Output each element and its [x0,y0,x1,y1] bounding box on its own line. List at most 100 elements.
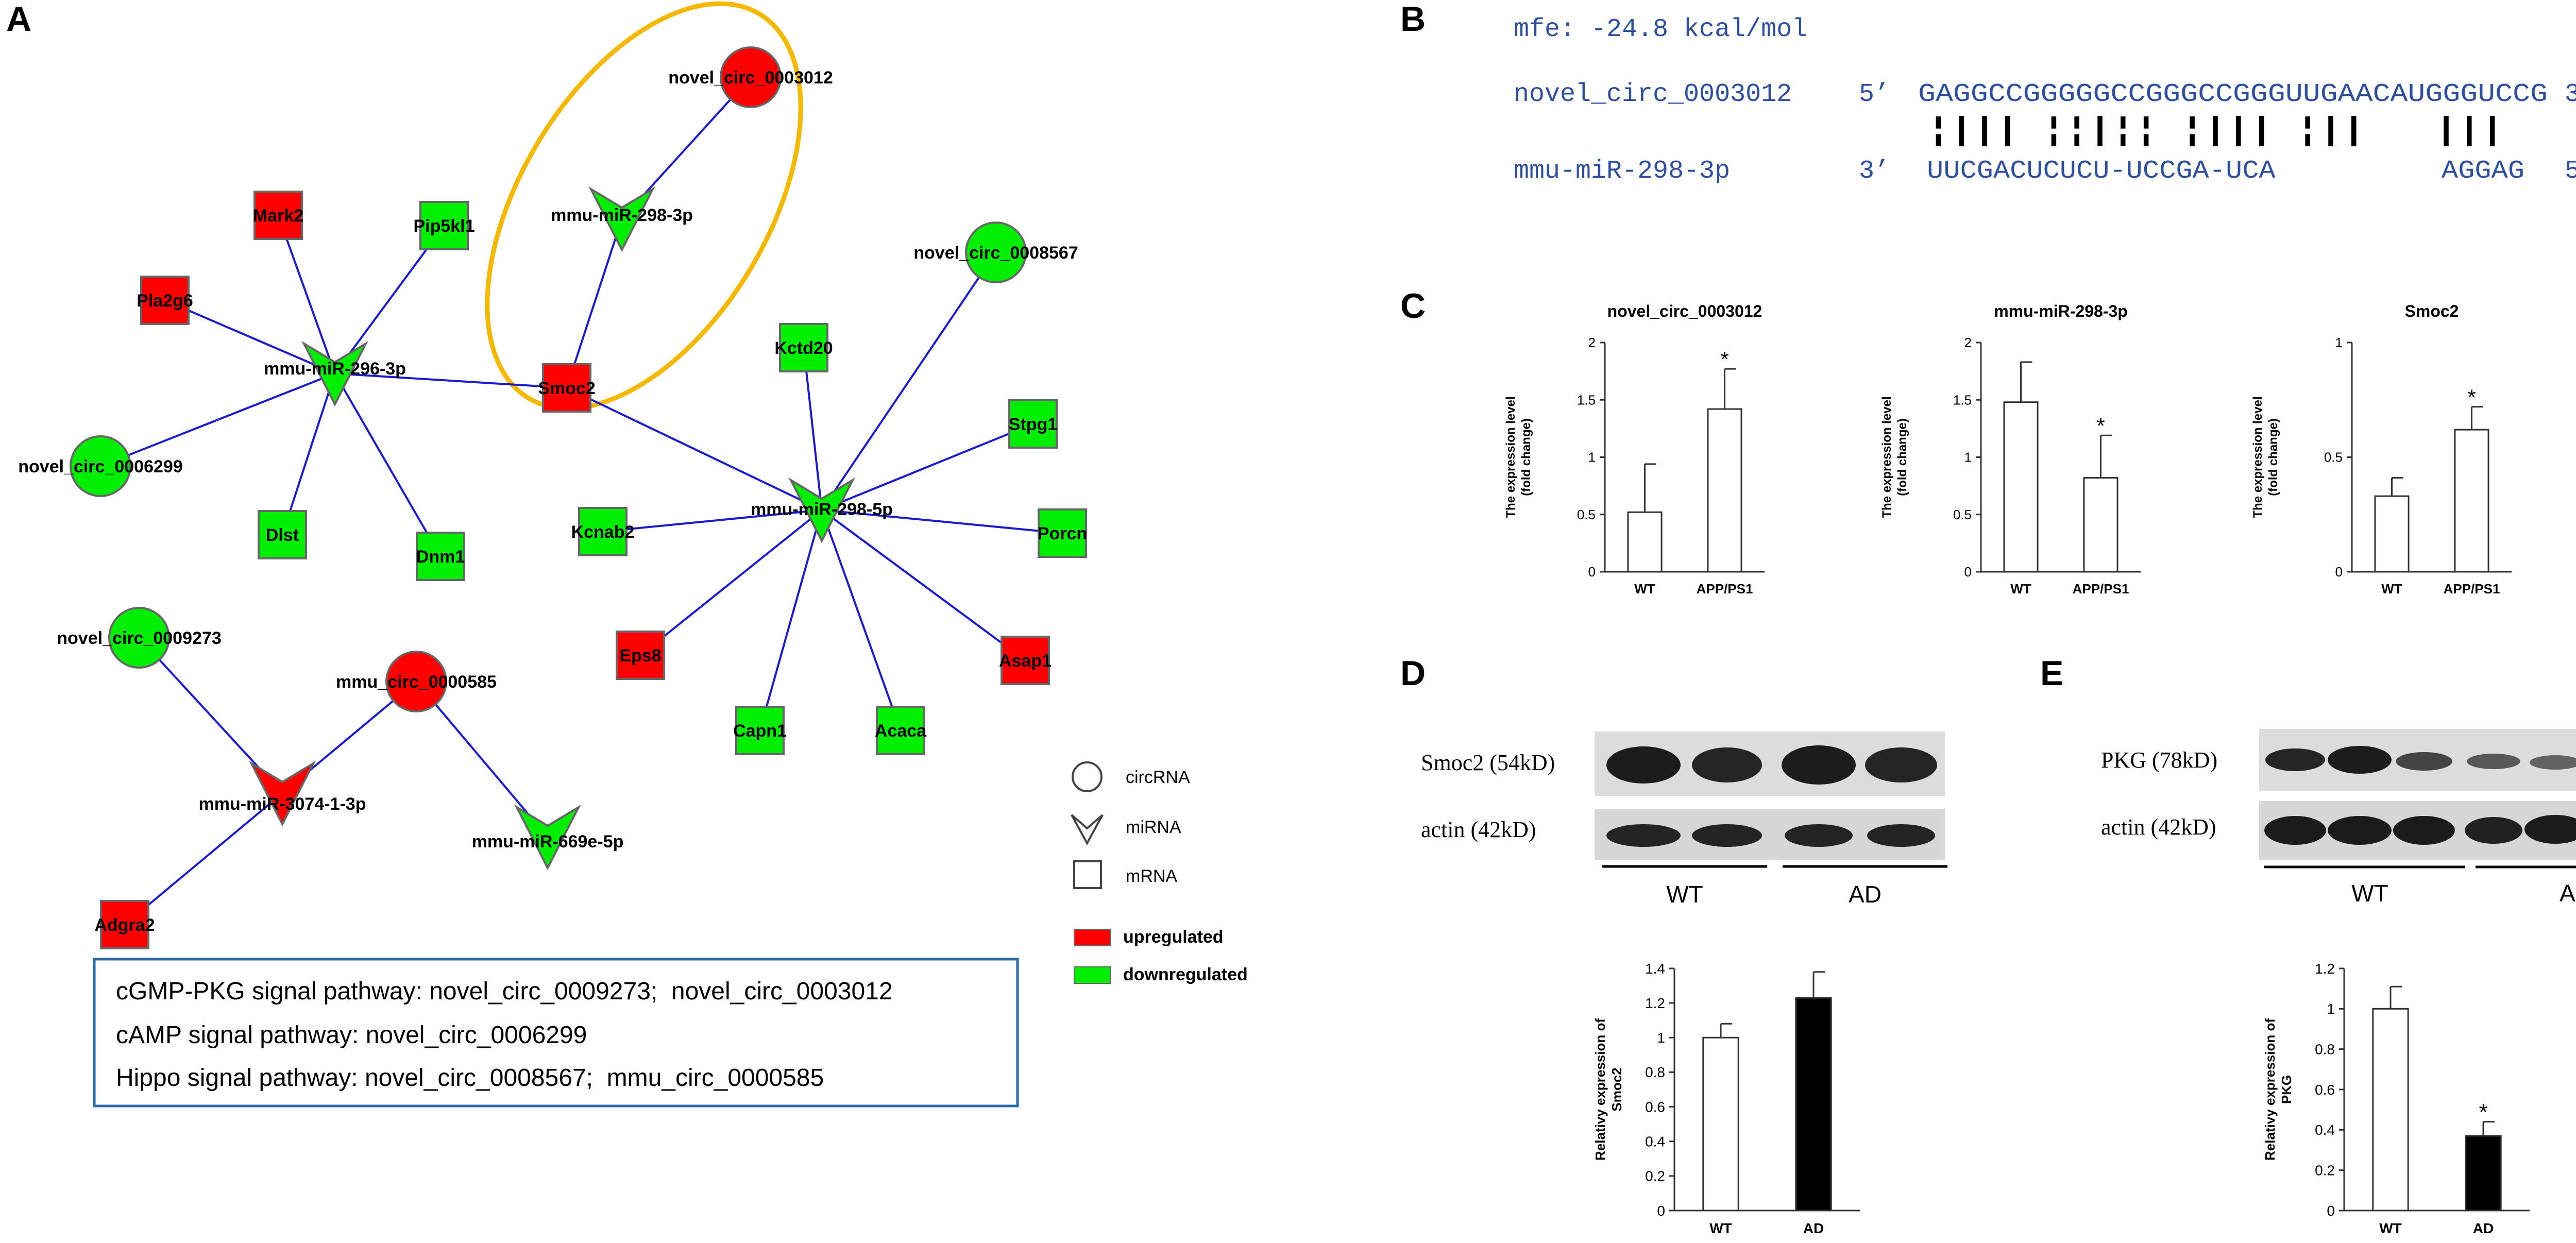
y-tick-label: 0.4 [2315,1122,2335,1138]
y-tick-label: 1.4 [1645,961,1665,977]
bar [2372,1008,2409,1212]
y-axis-label: Relativy expression of [1592,1018,1608,1161]
pkg-band [2328,746,2392,774]
blot-e-wt-label: WT [2351,880,2388,907]
pathway-cgmp: cGMP-PKG signal pathway: novel_circ_0009… [116,978,893,1005]
node-novel-circ-0009273 [108,607,170,669]
node-mmu-mir-298-3p [588,186,655,252]
node-porcn [1038,508,1087,558]
network-edge [821,509,1026,661]
node-label: mmu-miR-669e-5p [472,832,624,852]
circ-5prime: 5’ [1859,80,1890,109]
node-eps8 [616,631,665,680]
chart-title: novel_circ_0003012 [1607,302,1762,320]
network-edge [164,299,335,374]
y-tick-label: 2 [1588,335,1596,350]
pkg-band [2393,816,2455,845]
y-tick-label: 1.2 [1645,995,1665,1011]
y-tick-label: 1 [1657,1030,1665,1046]
node-pla2g6 [140,276,190,325]
bar [2083,477,2119,573]
y-tick-label: 1 [1588,450,1596,465]
pkg-band [2265,748,2325,771]
bar [2003,401,2039,573]
legend-down-label: downregulated [1123,965,1248,984]
x-tick-label: APP/PS1 [2073,581,2129,597]
node-stpg1 [1008,399,1058,449]
smoc2-band [1867,824,1935,847]
y-tick-label: 1 [1964,450,1972,465]
node-novel-circ-0006299 [70,435,131,497]
node-label: mmu-miR-298-3p [551,206,693,225]
legend-mrna-label: mRNA [1126,866,1177,886]
panel-label-a: A [6,0,32,39]
node-mmu-circ-0000585 [385,651,447,712]
bar [1707,408,1742,573]
x-tick-label: WT [1634,581,1655,597]
bar [2465,1135,2502,1212]
network-edge [821,509,902,731]
network-edge [821,423,1033,511]
pkg-band [2524,815,2576,844]
node-label: Smoc2 [538,379,596,398]
panel-label-e: E [2040,654,2064,693]
blot-d-actin-label: actin (42kD) [1421,817,1536,842]
smoc2-band [1692,824,1762,847]
binding-site-alignment: mfe: -24.8 kcal/mol novel_circ_0003012 5… [1514,15,2576,186]
legend-vee-icon [1071,814,1104,846]
network-edge [124,792,283,926]
x-tick-label: APP/PS1 [1697,581,1753,597]
x-tick-label: AD [1803,1220,1824,1236]
mirna-sequence: UUCGACUCUCU-UCCGA-UCA AGGAG [1927,157,2524,186]
legend-square-icon [1073,860,1102,889]
node-label: Kctd20 [774,338,833,358]
node-novel-circ-0003012 [720,46,782,108]
network-edge [100,372,335,467]
y-tick-label: 0.8 [2315,1041,2335,1057]
significance-star: * [2096,414,2105,438]
network-edge [759,509,823,731]
network-edge [803,347,823,510]
blot-e-actin-label: actin (42kD) [2101,814,2216,840]
pkg-band [2328,816,2392,845]
node-label: mmu_circ_0000585 [336,672,497,692]
network-edge [639,509,823,656]
node-dlst [258,510,307,559]
node-label: Porcn [1038,524,1087,543]
significance-star: * [2479,1100,2487,1125]
y-tick-label: 0.6 [2315,1082,2335,1098]
network-edge [821,509,1063,534]
node-mmu-mir-298-5p [788,477,855,543]
legend-up-label: upregulated [1123,927,1224,947]
node-adgra2 [100,900,149,949]
x-tick-label: WT [1709,1220,1732,1236]
node-label: Stpg1 [1009,415,1057,434]
x-tick-label: WT [2010,581,2031,597]
circ-sequence: GAGGCCGGGGGCCGGGCCGGGUUGAACAUGGGUCCG [1918,80,2548,109]
y-tick-label: 1.2 [2315,961,2335,977]
y-tick-label: 0 [1964,564,1972,580]
western-blot-e: PKG (78kD) actin (42kD) WT AD [2101,729,2576,907]
network-edge [415,680,549,838]
node-label: mmu-miR-298-5p [751,500,893,519]
node-mmu-mir-669e-5p [514,804,581,871]
node-label: Mark2 [253,206,303,226]
node-label: novel_circ_0003012 [668,68,833,88]
node-label: Eps8 [619,646,661,666]
pathway-hippo: Hippo signal pathway: novel_circ_0008567… [116,1064,824,1092]
legend-down-swatch [1074,966,1111,984]
pathway-box: cGMP-PKG signal pathway: novel_circ_0009… [93,958,1019,1108]
network-edge [281,373,336,535]
node-label: novel_circ_0006299 [18,457,182,476]
pathway-camp: cAMP signal pathway: novel_circ_0006299 [116,1021,587,1049]
node-label: Dlst [266,525,299,545]
x-tick-label: APP/PS1 [2444,581,2500,597]
y-tick-label: 0.2 [1645,1168,1665,1184]
highlight-ellipse [485,1,803,411]
y-axis-label: PKG [2279,1075,2294,1104]
pkg-band [2264,816,2326,845]
node-kcnab2 [578,507,628,556]
